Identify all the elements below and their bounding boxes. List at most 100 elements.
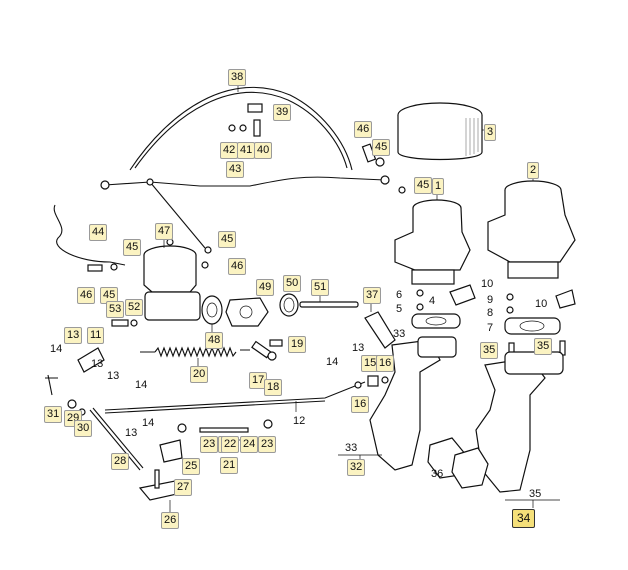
label-32[interactable]: 32 [347, 459, 366, 476]
label-13-c[interactable]: 13 [107, 370, 120, 382]
label-40[interactable]: 40 [254, 142, 273, 159]
label-49[interactable]: 49 [256, 279, 275, 296]
lever-10-right [555, 289, 576, 309]
label-38[interactable]: 38 [228, 69, 247, 86]
label-23-left[interactable]: 23 [200, 436, 219, 453]
label-47[interactable]: 47 [155, 223, 174, 240]
label-17[interactable]: 17 [249, 372, 268, 389]
label-35-lower[interactable]: 35 [529, 488, 542, 500]
screw-42 [228, 124, 236, 132]
label-39[interactable]: 39 [273, 104, 292, 121]
label-35-left[interactable]: 35 [480, 342, 499, 359]
rod-28 [89, 409, 141, 471]
label-33-upper[interactable]: 33 [393, 328, 406, 340]
label-46-left[interactable]: 46 [77, 287, 96, 304]
label-13-a[interactable]: 13 [64, 327, 83, 344]
seal-ring-50-hole [283, 297, 295, 313]
label-15[interactable]: 15 [361, 355, 380, 372]
label-45-left[interactable]: 45 [100, 287, 119, 304]
label-16-right[interactable]: 16 [376, 355, 395, 372]
label-44[interactable]: 44 [89, 224, 108, 241]
label-25[interactable]: 25 [182, 458, 201, 475]
gasket-7 [504, 317, 561, 335]
washer-45-left [110, 263, 118, 271]
label-45-carb[interactable]: 45 [414, 177, 433, 194]
label-18[interactable]: 18 [264, 379, 283, 396]
label-48[interactable]: 48 [205, 332, 224, 349]
label-13-b[interactable]: 13 [91, 358, 104, 370]
bolt-53 [111, 319, 129, 327]
label-28[interactable]: 28 [111, 453, 130, 470]
label-27[interactable]: 27 [174, 479, 193, 496]
label-12[interactable]: 12 [293, 415, 306, 427]
label-10-left[interactable]: 10 [481, 278, 494, 290]
part-15 [367, 375, 379, 387]
carb1-body [394, 207, 471, 271]
gasket-7-hole [519, 320, 545, 332]
label-7[interactable]: 7 [487, 322, 494, 334]
label-35-right[interactable]: 35 [534, 338, 553, 355]
gasket-4 [411, 313, 461, 329]
label-45-pipe[interactable]: 45 [123, 239, 142, 256]
label-14-a[interactable]: 14 [50, 343, 63, 355]
label-24-right[interactable]: 24 [240, 436, 259, 453]
label-30[interactable]: 30 [74, 420, 93, 437]
label-20[interactable]: 20 [190, 366, 209, 383]
label-36[interactable]: 36 [431, 468, 444, 480]
label-51[interactable]: 51 [311, 279, 330, 296]
label-14-b[interactable]: 14 [135, 379, 148, 391]
label-11[interactable]: 11 [87, 327, 105, 344]
bushing-18 [267, 351, 277, 361]
label-50[interactable]: 50 [283, 275, 302, 292]
label-45-pump[interactable]: 45 [218, 231, 237, 248]
label-14-d[interactable]: 14 [142, 417, 155, 429]
label-8[interactable]: 8 [487, 307, 494, 319]
label-9[interactable]: 9 [487, 294, 494, 306]
hose-arc [129, 86, 353, 171]
label-13-d[interactable]: 13 [352, 342, 365, 354]
label-21[interactable]: 21 [220, 457, 239, 474]
label-14-c[interactable]: 14 [326, 356, 339, 368]
label-53[interactable]: 53 [106, 301, 125, 318]
label-13-e[interactable]: 13 [125, 427, 138, 439]
label-42[interactable]: 42 [220, 142, 239, 159]
label-41[interactable]: 41 [237, 142, 256, 159]
nut-46-pump [201, 261, 209, 269]
label-23-right[interactable]: 23 [258, 436, 277, 453]
part-16-right [381, 376, 389, 384]
label-26[interactable]: 26 [161, 512, 180, 529]
label-16-left[interactable]: 16 [351, 396, 370, 413]
label-52[interactable]: 52 [125, 299, 144, 316]
part-16-left [354, 381, 362, 389]
label-31[interactable]: 31 [44, 406, 63, 423]
label-33-lower[interactable]: 33 [345, 442, 358, 454]
label-4[interactable]: 4 [429, 295, 436, 307]
bushing-29 [67, 399, 77, 409]
label-46-upper[interactable]: 46 [354, 121, 373, 138]
label-37[interactable]: 37 [363, 287, 382, 304]
label-34-selected[interactable]: 34 [512, 509, 536, 528]
label-22[interactable]: 22 [221, 436, 240, 453]
bracket-40 [253, 119, 261, 137]
label-3[interactable]: 3 [484, 124, 497, 141]
label-2[interactable]: 2 [527, 162, 540, 179]
label-19[interactable]: 19 [288, 336, 307, 353]
fuel-line-43 [104, 176, 386, 187]
label-5[interactable]: 5 [396, 303, 403, 315]
washer-45-pump [204, 246, 212, 254]
line-fitting-right [380, 175, 390, 185]
label-46-pump[interactable]: 46 [228, 258, 247, 275]
fuel-pump-base [144, 291, 201, 321]
pushrod-51 [299, 301, 359, 308]
label-43[interactable]: 43 [226, 161, 245, 178]
bracket-34 [505, 499, 560, 508]
label-6[interactable]: 6 [396, 289, 403, 301]
rod-28-b [92, 407, 144, 469]
label-45-upper[interactable]: 45 [372, 139, 391, 156]
lever-11 [77, 347, 105, 373]
label-10-right[interactable]: 10 [535, 298, 548, 310]
air-cleaner-body [397, 115, 483, 161]
bolt-46-left [87, 264, 103, 272]
label-1[interactable]: 1 [432, 178, 445, 195]
